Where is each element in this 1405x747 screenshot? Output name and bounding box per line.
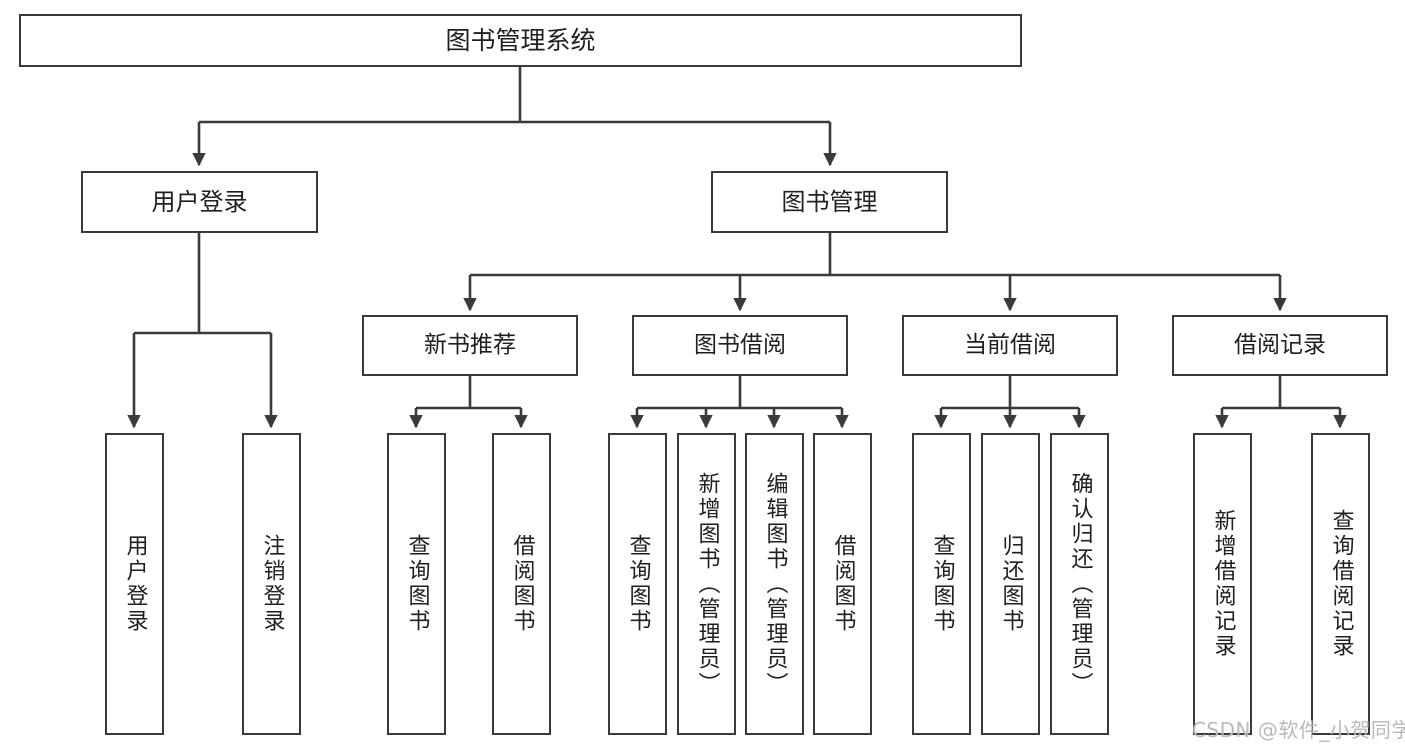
- leaf-current-borrow-confirm[interactable]: 确认归还（管理员）: [1050, 433, 1109, 735]
- node-book-management-label: 图书管理: [781, 187, 878, 216]
- leaf-user-login-login[interactable]: 用户登录: [105, 433, 164, 735]
- node-book-borrow-label: 图书借阅: [694, 331, 786, 358]
- leaf-borrow-record-query[interactable]: 查询借阅记录: [1311, 433, 1370, 735]
- node-book-borrow[interactable]: 图书借阅: [632, 315, 848, 376]
- node-new-book-recommend[interactable]: 新书推荐: [362, 315, 578, 376]
- leaf-borrow-record-query-label: 查询借阅记录: [1328, 509, 1354, 659]
- leaf-book-borrow-add-label: 新增图书（管理员）: [694, 471, 720, 697]
- leaf-book-borrow-query-label: 查询图书: [625, 534, 651, 634]
- leaf-borrow-record-add-label: 新增借阅记录: [1210, 509, 1236, 659]
- node-user-login[interactable]: 用户登录: [81, 171, 318, 233]
- leaf-book-borrow-edit-label: 编辑图书（管理员）: [762, 471, 788, 697]
- leaf-new-book-query-label: 查询图书: [404, 534, 430, 634]
- leaf-current-borrow-query-label: 查询图书: [929, 534, 955, 634]
- node-book-management[interactable]: 图书管理: [711, 171, 948, 233]
- leaf-current-borrow-confirm-label: 确认归还（管理员）: [1067, 471, 1093, 697]
- leaf-book-borrow-query[interactable]: 查询图书: [608, 433, 667, 735]
- leaf-current-borrow-return-label: 归还图书: [998, 534, 1024, 634]
- node-root-system-label: 图书管理系统: [445, 25, 596, 55]
- leaf-new-book-borrow[interactable]: 借阅图书: [492, 433, 551, 735]
- leaf-user-login-logout-label: 注销登录: [259, 534, 285, 634]
- leaf-user-login-logout[interactable]: 注销登录: [242, 433, 301, 735]
- leaf-book-borrow-edit[interactable]: 编辑图书（管理员）: [745, 433, 804, 735]
- leaf-new-book-borrow-label: 借阅图书: [509, 534, 535, 634]
- node-current-borrow[interactable]: 当前借阅: [902, 315, 1118, 376]
- leaf-new-book-query[interactable]: 查询图书: [387, 433, 446, 735]
- node-root-system[interactable]: 图书管理系统: [19, 14, 1022, 67]
- node-new-book-recommend-label: 新书推荐: [424, 331, 516, 358]
- leaf-borrow-record-add[interactable]: 新增借阅记录: [1193, 433, 1252, 735]
- node-borrow-record[interactable]: 借阅记录: [1172, 315, 1388, 376]
- node-borrow-record-label: 借阅记录: [1234, 331, 1326, 358]
- leaf-user-login-login-label: 用户登录: [122, 534, 148, 634]
- leaf-book-borrow-borrow[interactable]: 借阅图书: [813, 433, 872, 735]
- leaf-book-borrow-add[interactable]: 新增图书（管理员）: [677, 433, 736, 735]
- leaf-current-borrow-query[interactable]: 查询图书: [912, 433, 971, 735]
- node-user-login-label: 用户登录: [151, 187, 248, 216]
- leaf-current-borrow-return[interactable]: 归还图书: [981, 433, 1040, 735]
- node-current-borrow-label: 当前借阅: [964, 331, 1056, 358]
- leaf-book-borrow-borrow-label: 借阅图书: [830, 534, 856, 634]
